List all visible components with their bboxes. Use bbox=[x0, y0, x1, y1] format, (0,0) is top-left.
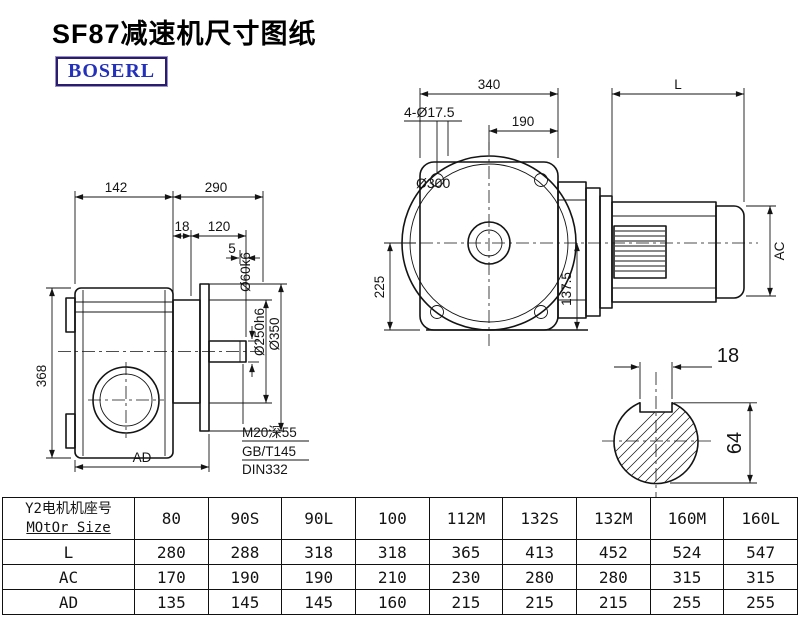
size-col-header: 112M bbox=[428, 497, 504, 540]
dim-value-cell: 280 bbox=[502, 564, 577, 590]
dim-value-cell: 452 bbox=[575, 539, 651, 565]
dim-value-cell: 170 bbox=[134, 564, 209, 590]
size-col-header: 160L bbox=[723, 497, 798, 540]
note-tapped-hole: M20深55 bbox=[242, 425, 297, 440]
dim-value-cell: 318 bbox=[354, 539, 430, 565]
dim-bolt-holes: 4-Ø17.5 bbox=[404, 104, 455, 120]
dim-motor-length: L bbox=[674, 77, 682, 92]
dim-340: 340 bbox=[478, 77, 501, 92]
size-col-header: 90L bbox=[281, 497, 356, 540]
dim-value-cell: 135 bbox=[134, 589, 209, 615]
dim-flange-diameter: Ø350 bbox=[267, 317, 282, 350]
dim-spigot-diameter: Ø250h6 bbox=[252, 308, 267, 356]
dim-225: 225 bbox=[372, 276, 387, 299]
motor-frame-label-cn: Y2电机机座号 bbox=[25, 500, 112, 517]
dim-value-cell: 288 bbox=[207, 539, 283, 565]
dim-value-cell: 190 bbox=[281, 564, 356, 590]
dim-value-cell: 280 bbox=[575, 564, 651, 590]
table-row-AC: AC 170 190 190 210 230 280 280 315 315 bbox=[2, 564, 798, 590]
dim-flange-circle: Ø300 bbox=[416, 175, 450, 191]
dim-value-cell: 215 bbox=[575, 589, 651, 615]
dim-137-5: 137.5 bbox=[559, 272, 574, 306]
dim-290: 290 bbox=[205, 180, 228, 195]
dim-value-cell: 547 bbox=[723, 539, 798, 565]
size-col-header: 100 bbox=[354, 497, 430, 540]
size-col-header: 80 bbox=[134, 497, 209, 540]
dim-ad: AD bbox=[133, 450, 152, 465]
side-view bbox=[58, 283, 262, 459]
dim-value-cell: 318 bbox=[281, 539, 356, 565]
dim-shaft-diameter: Ø60k6 bbox=[238, 252, 253, 292]
motor-size-table: Y2电机机座号 MOtOr Size 80 90S 90L 100 112M 1… bbox=[2, 497, 798, 615]
dim-value-cell: 255 bbox=[649, 589, 725, 615]
size-col-header: 90S bbox=[207, 497, 283, 540]
page-title: SF87减速机尺寸图纸 bbox=[52, 19, 317, 49]
dim-value-cell: 230 bbox=[428, 564, 504, 590]
dim-190: 190 bbox=[512, 114, 535, 129]
dimension-table: Y2电机机座号 MOtOr Size 80 90S 90L 100 112M 1… bbox=[2, 497, 798, 615]
brand-logo-text: BOSERL bbox=[68, 60, 156, 82]
dim-value-cell: 365 bbox=[428, 539, 504, 565]
dim-368: 368 bbox=[34, 365, 49, 388]
dim-value-cell: 210 bbox=[354, 564, 430, 590]
note-standard-gb: GB/T145 bbox=[242, 444, 296, 459]
dim-value-cell: 190 bbox=[207, 564, 283, 590]
note-standard-din: DIN332 bbox=[242, 462, 288, 477]
dim-value-cell: 315 bbox=[723, 564, 798, 590]
side-view-dimensions: 142 290 18 120 5 368 AD Ø60 bbox=[34, 180, 309, 477]
front-view-dimensions: 340 L 4-Ø17.5 190 Ø300 225 137.5 AC bbox=[372, 77, 787, 331]
table-row-L: L 280 288 318 318 365 413 452 524 547 bbox=[2, 539, 798, 565]
dim-value-cell: 160 bbox=[354, 589, 430, 615]
motor-frame-label-en: MOtOr Size bbox=[26, 519, 111, 536]
brand-logo: BOSERL bbox=[56, 57, 168, 86]
dim-5: 5 bbox=[228, 241, 236, 256]
size-col-header: 160M bbox=[649, 497, 725, 540]
motor-size-header-cell: Y2电机机座号 MOtOr Size bbox=[2, 497, 135, 540]
dim-key-width: 18 bbox=[717, 345, 739, 367]
size-col-header: 132M bbox=[575, 497, 651, 540]
dim-value-cell: 315 bbox=[649, 564, 725, 590]
table-header-row: Y2电机机座号 MOtOr Size 80 90S 90L 100 112M 1… bbox=[2, 497, 798, 540]
dim-value-cell: 255 bbox=[723, 589, 798, 615]
dim-value-cell: 280 bbox=[134, 539, 209, 565]
dim-value-cell: 145 bbox=[281, 589, 356, 615]
table-row-AD: AD 135 145 145 160 215 215 215 255 255 bbox=[2, 589, 798, 615]
row-label: L bbox=[2, 539, 135, 565]
row-label: AD bbox=[2, 589, 135, 615]
shaft-section: 18 64 bbox=[602, 345, 757, 502]
dim-key-height: 64 bbox=[724, 432, 746, 454]
row-label: AC bbox=[2, 564, 135, 590]
dim-value-cell: 413 bbox=[502, 539, 577, 565]
dim-18: 18 bbox=[174, 219, 189, 234]
dim-value-cell: 524 bbox=[649, 539, 725, 565]
dim-value-cell: 215 bbox=[428, 589, 504, 615]
dim-value-cell: 215 bbox=[502, 589, 577, 615]
dim-142: 142 bbox=[105, 180, 128, 195]
size-col-header: 132S bbox=[502, 497, 577, 540]
dim-120: 120 bbox=[208, 219, 231, 234]
dim-value-cell: 145 bbox=[207, 589, 283, 615]
dim-motor-ac: AC bbox=[772, 241, 787, 260]
